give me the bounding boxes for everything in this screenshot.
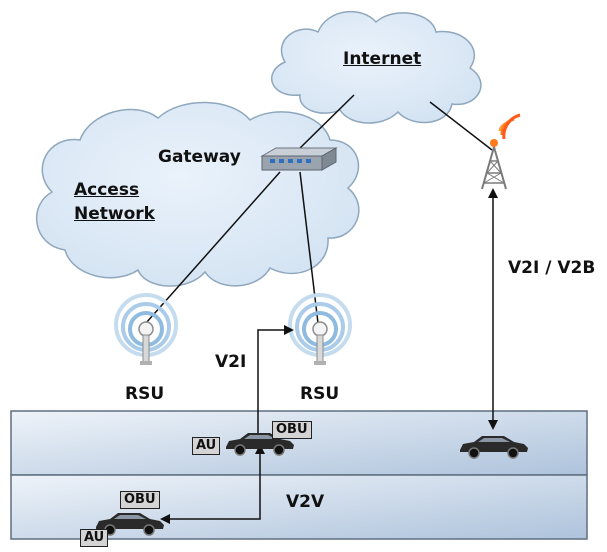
internet-label: Internet	[343, 49, 422, 69]
au-tag-upper: AU	[192, 437, 221, 455]
rsu-right-label: RSU	[300, 384, 340, 404]
gateway-rsu-left-link	[145, 171, 281, 324]
access-network-label-line2: Network	[74, 204, 155, 224]
obu-tag-upper: OBU	[272, 421, 312, 439]
v2i-label: V2I	[215, 352, 247, 372]
v2i-arrow	[257, 325, 294, 440]
road-lower-lane	[10, 474, 588, 540]
au-tag-lower: AU	[80, 529, 109, 547]
internet-gateway-link	[297, 94, 355, 151]
internet-cloud	[270, 10, 482, 124]
obu-tag-lower: OBU	[120, 491, 160, 509]
gateway-label: Gateway	[158, 147, 241, 167]
v2v-label: V2V	[286, 492, 325, 512]
v2i-v2b-label: V2I / V2B	[508, 258, 596, 278]
gateway-icon	[260, 147, 338, 171]
internet-tower-link	[429, 101, 493, 151]
gateway-rsu-right-link	[299, 171, 319, 324]
rsu-right-icon	[288, 293, 352, 367]
rsu-left-icon	[114, 293, 178, 367]
access-network-label-line1: Access	[74, 180, 140, 200]
cell-tower-icon	[481, 113, 521, 190]
v2v-arrow	[160, 444, 265, 524]
rsu-left-label: RSU	[125, 384, 165, 404]
